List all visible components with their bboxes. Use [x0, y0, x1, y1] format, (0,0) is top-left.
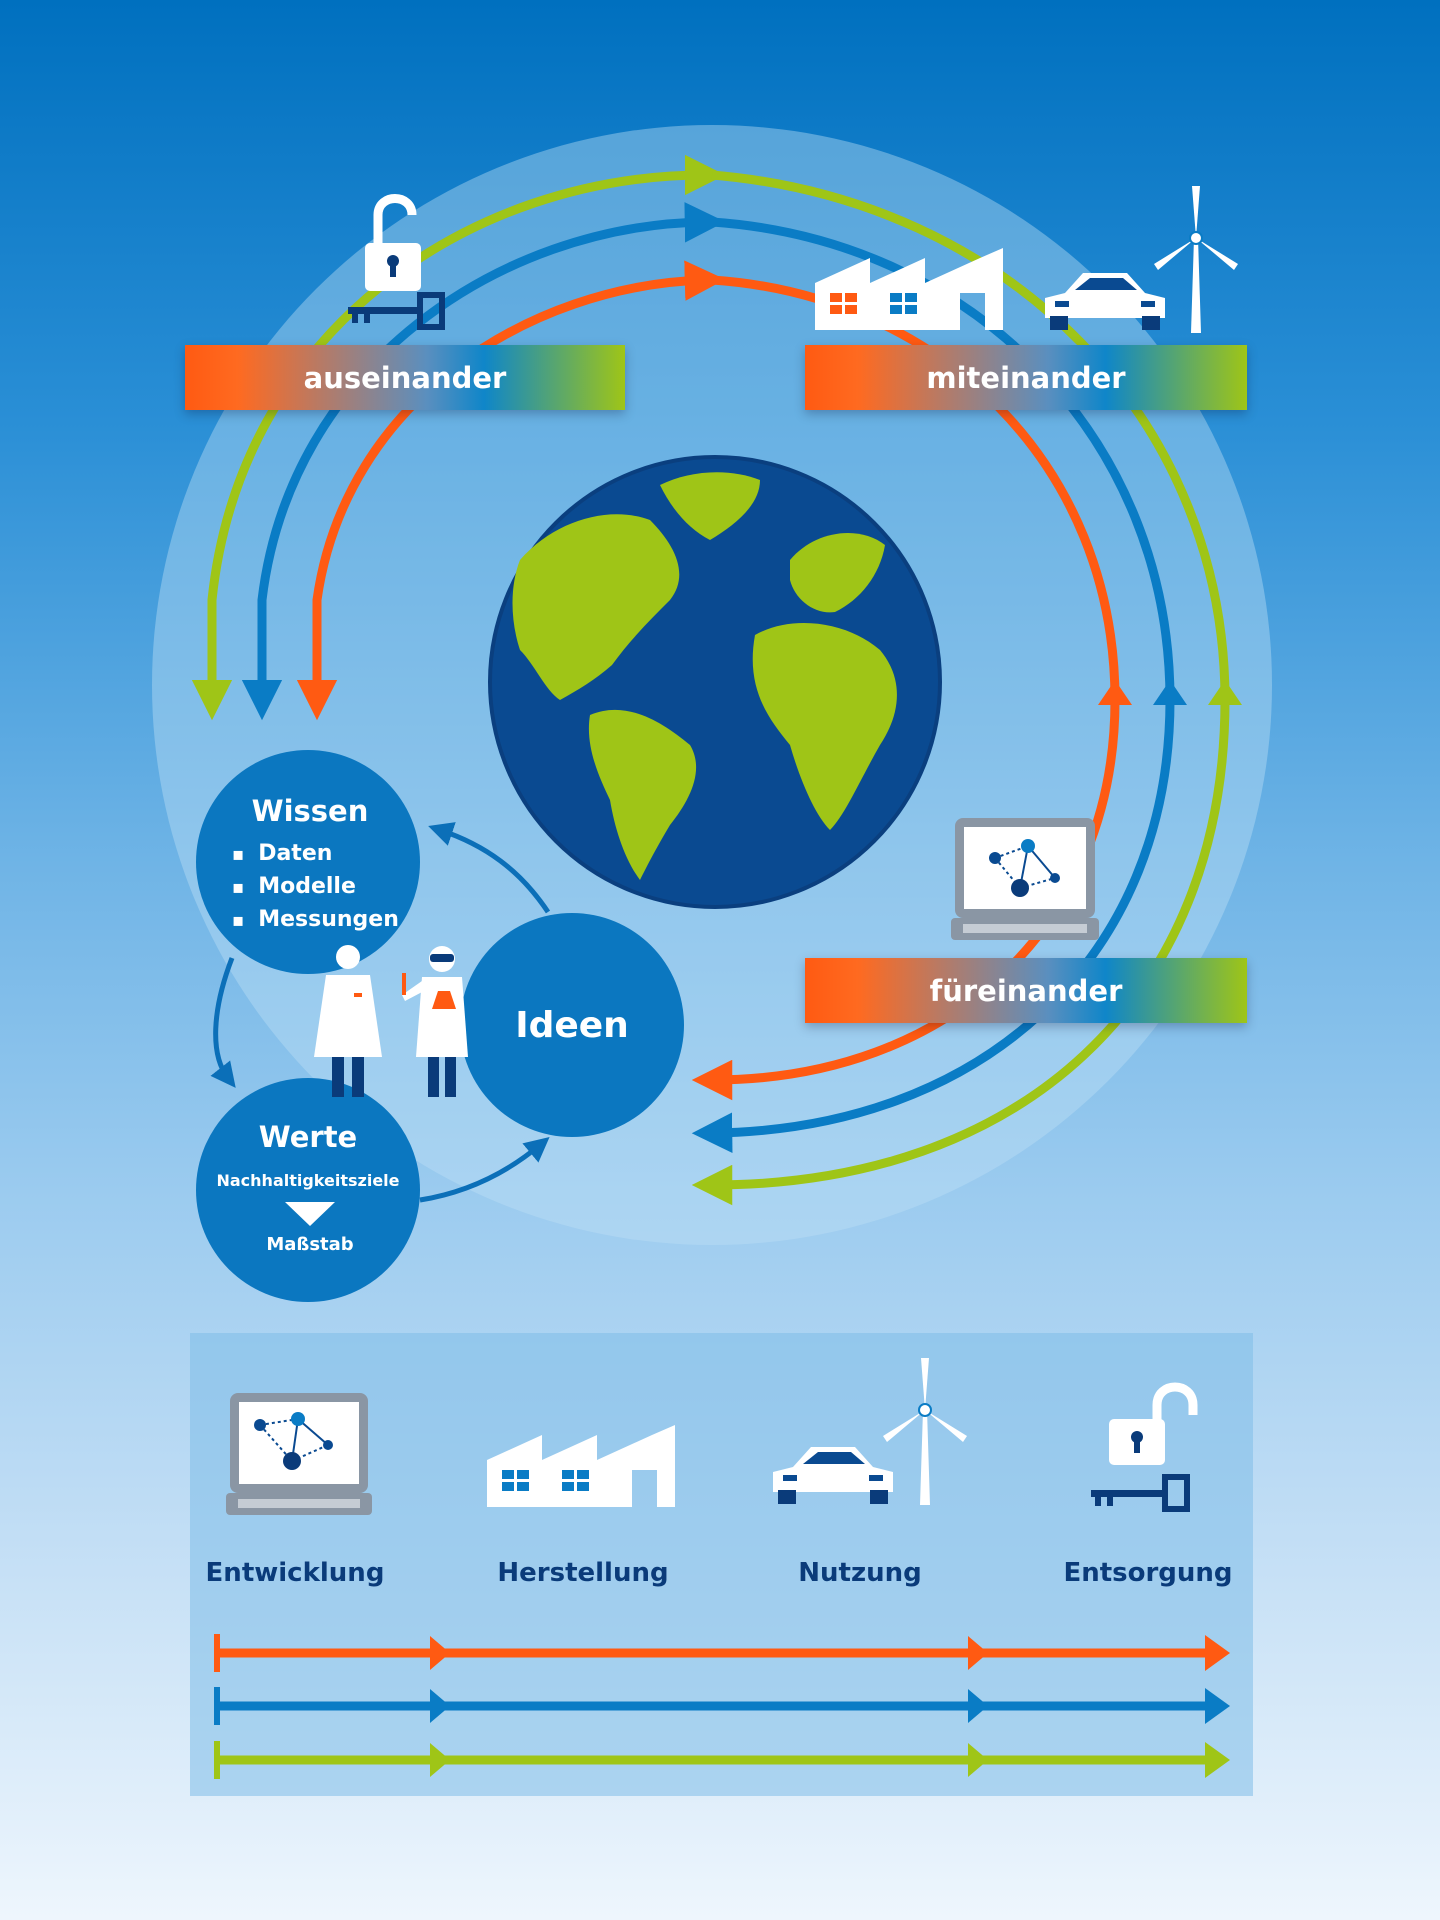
down-triangle-icon	[285, 1202, 335, 1226]
lock-key-icon	[348, 194, 445, 330]
stage-herstellung: Herstellung	[497, 1558, 669, 1588]
wind-turbine-icon	[883, 1358, 967, 1505]
arc-green-top	[207, 154, 726, 700]
label-miteinander: miteinander	[805, 345, 1247, 410]
scientist-man-icon	[402, 946, 468, 1097]
label-fuereinander: füreinander	[805, 958, 1247, 1023]
factory-icon	[815, 248, 1003, 330]
car-icon	[1045, 273, 1165, 330]
laptop-network-icon	[951, 818, 1099, 940]
ideen-circle	[460, 913, 684, 1137]
factory-icon	[487, 1425, 675, 1507]
ideen-label: Ideen	[515, 1004, 629, 1046]
wissen-item: Messungen	[232, 904, 399, 937]
wissen-list: Daten Modelle Messungen	[232, 838, 399, 937]
werte-title: Werte	[258, 1120, 358, 1154]
arrow-werte-to-ideen	[419, 1136, 550, 1203]
arrow-wissen-to-werte	[210, 957, 236, 1088]
werte-scale: Maßstab	[266, 1233, 354, 1255]
wissen-item: Daten	[232, 838, 399, 871]
lifecycle-arrows	[214, 1634, 1230, 1779]
werte-circle	[196, 1078, 420, 1302]
arrow-ideen-to-wissen	[428, 822, 551, 914]
laptop-network-icon	[226, 1393, 372, 1515]
lock-key-icon	[1091, 1382, 1198, 1512]
wissen-title: Wissen	[251, 794, 369, 828]
globe-icon	[488, 455, 942, 909]
stage-nutzung: Nutzung	[798, 1558, 922, 1588]
stage-entsorgung: Entsorgung	[1063, 1558, 1233, 1588]
werte-subtitle: Nachhaltigkeitsziele	[216, 1170, 400, 1190]
arc-blue-top	[257, 202, 726, 700]
car-icon	[773, 1447, 893, 1504]
stage-entwicklung: Entwicklung	[205, 1558, 385, 1588]
wind-turbine-icon	[1154, 186, 1238, 333]
scientist-woman-icon	[314, 945, 382, 1097]
label-auseinander: auseinander	[185, 345, 625, 410]
wissen-item: Modelle	[232, 871, 399, 904]
